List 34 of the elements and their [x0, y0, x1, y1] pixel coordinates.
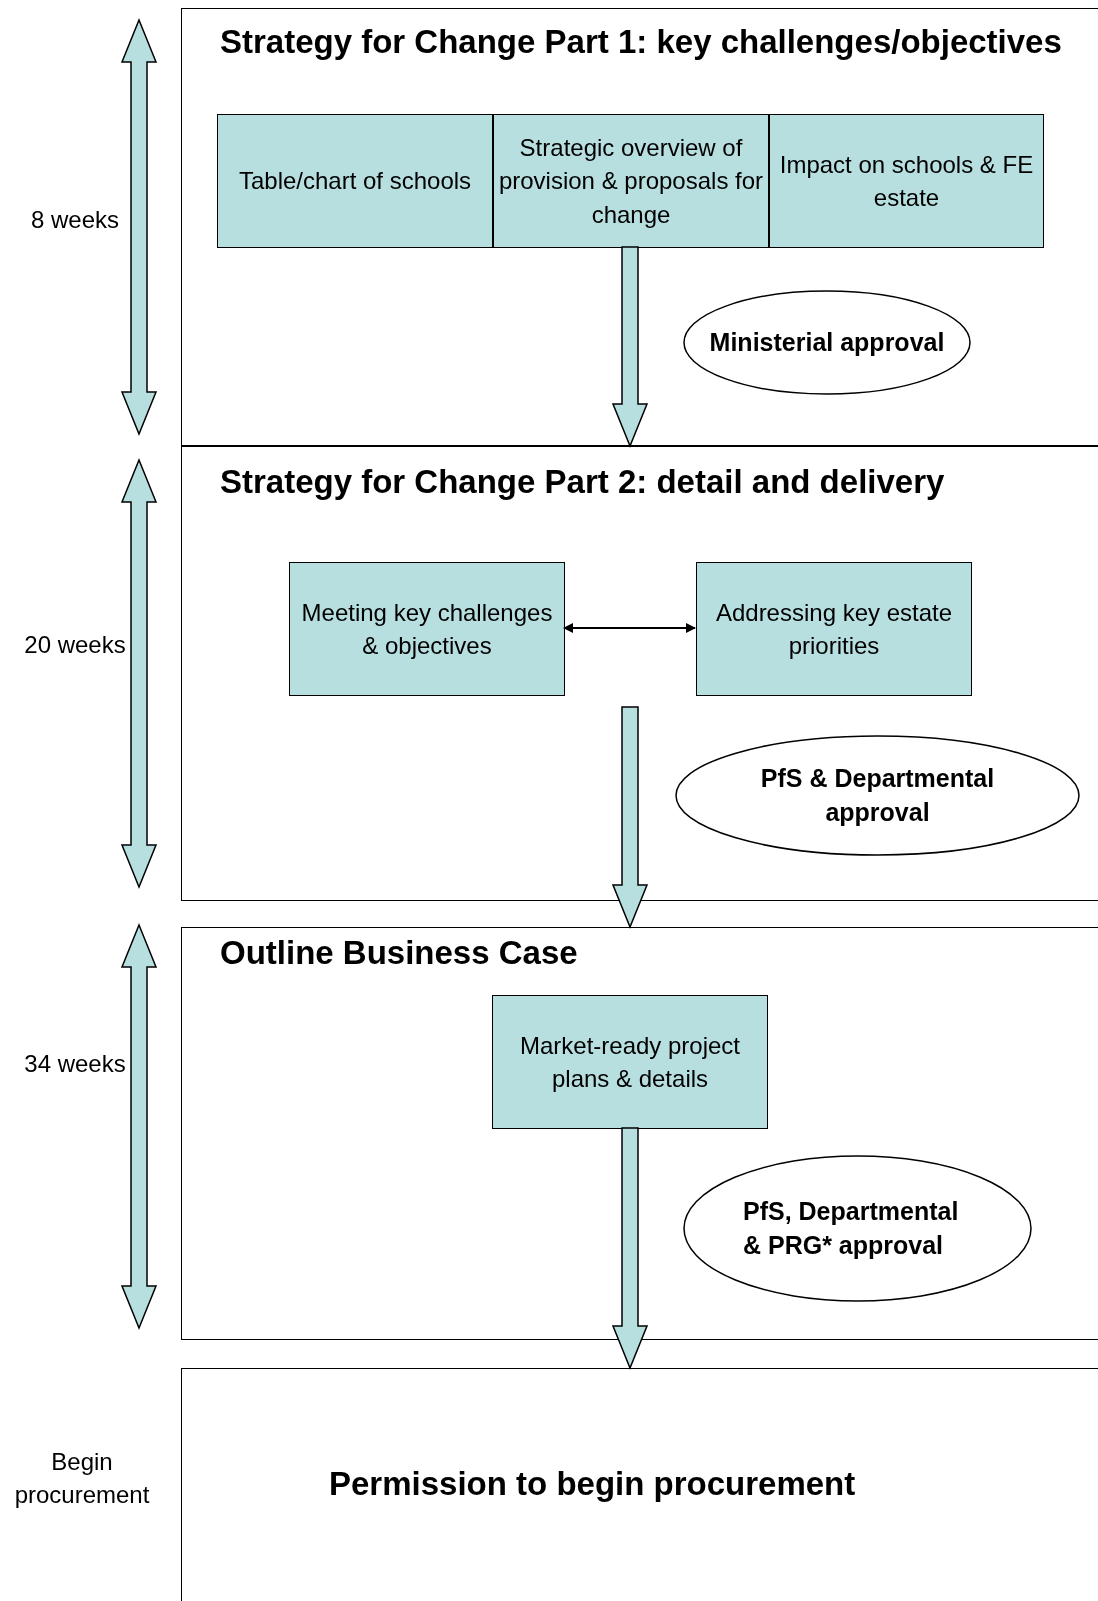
process-box — [493, 114, 769, 248]
box-label: Addressing key estate priorities — [714, 597, 954, 661]
process-box — [492, 995, 768, 1129]
stage-title: Strategy for Change Part 1: key challenges/objectives — [220, 22, 1062, 62]
duration-label: Begin procurement — [13, 1446, 151, 1510]
duration-label: 8 weeks — [29, 205, 120, 236]
arrow — [563, 623, 696, 633]
duration-label: 34 weeks — [23, 1049, 127, 1080]
approval-ellipse — [683, 290, 971, 395]
block-arrow — [611, 1127, 649, 1370]
box-label: Impact on schools & FE estate — [778, 149, 1035, 213]
block-arrow — [611, 706, 649, 929]
stage-panel — [181, 446, 1098, 901]
approval-label: PfS & Departmental approval — [759, 762, 996, 828]
approval-label: PfS, Departmental & PRG* approval — [743, 1195, 960, 1261]
stage-panel — [181, 927, 1098, 1340]
box-label: Strategic overview of provision & proposals for change — [498, 133, 764, 230]
box-label: Market-ready project plans & details — [518, 1030, 742, 1094]
box-label: Meeting key challenges & objectives — [300, 597, 554, 661]
stage-panel — [181, 8, 1098, 446]
process-box — [696, 562, 972, 696]
box-label: Table/chart of schools — [238, 166, 472, 197]
stage-title: Strategy for Change Part 2: detail and delivery — [220, 462, 945, 502]
stage-panel — [181, 1368, 1098, 1601]
duration-label: 20 weeks — [23, 630, 127, 661]
approval-ellipse — [683, 1155, 1032, 1302]
approval-ellipse — [675, 735, 1080, 856]
stage-title: Permission to begin procurement — [329, 1464, 856, 1504]
process-box — [769, 114, 1044, 248]
stage-title: Outline Business Case — [220, 933, 578, 973]
block-arrow — [611, 246, 649, 448]
process-box — [289, 562, 565, 696]
approval-label: Ministerial approval — [709, 326, 945, 358]
process-box — [217, 114, 493, 248]
